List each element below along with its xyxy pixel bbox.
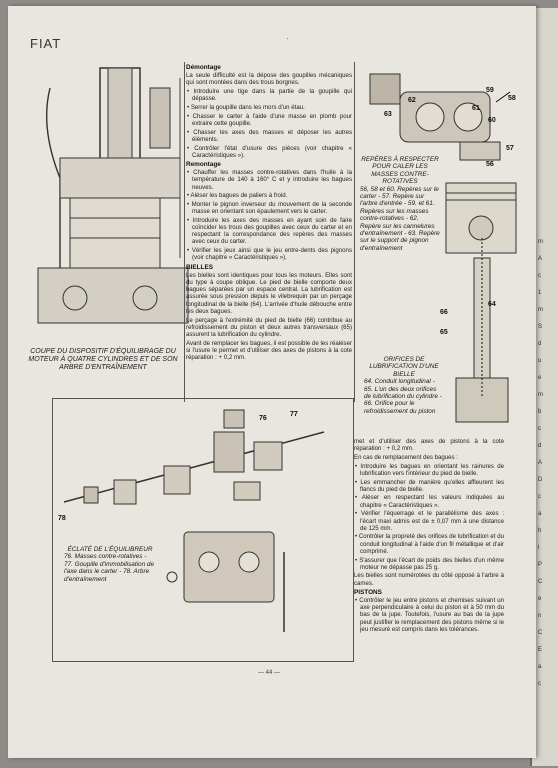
adjacent-page-fragment: D: [538, 477, 543, 483]
adjacent-page-fragment: d: [538, 341, 542, 347]
adjacent-page-fragment: m: [538, 307, 543, 313]
label-66: 66: [440, 309, 448, 316]
paragraph: met et d'utiliser des axes de pistons à …: [354, 438, 504, 453]
bullet: Chauffer les masses contre-rotatives dan…: [186, 169, 352, 191]
caption-coupe: COUPE DU DISPOSITIF D'ÉQUILIBRAGE DU MOT…: [28, 348, 178, 371]
label-63: 63: [384, 111, 392, 118]
adjacent-page-fragment: c: [538, 426, 541, 432]
label-65: 65: [440, 329, 448, 336]
adjacent-page-fragment: h: [538, 528, 542, 534]
bullet: Introduire les axes des masses en ayant …: [186, 217, 352, 246]
text-column-right: met et d'utiliser des axes de pistons à …: [354, 438, 504, 635]
adjacent-page-fragment: a: [538, 511, 542, 517]
adjacent-page-fragment: e: [538, 375, 542, 381]
bullet: Introduire les bagues en orientant les r…: [354, 463, 504, 477]
bullet: Chasser les axes des masses et déposer l…: [186, 129, 352, 143]
adjacent-page-fragment: a: [538, 664, 542, 670]
bullet: Contrôler l'état d'usure des pièces (voi…: [186, 145, 352, 159]
adjacent-page-fragment: l: [538, 545, 540, 551]
paragraph: Les bielles sont identiques pour tous le…: [186, 271, 352, 315]
adjacent-page-fragment: P: [538, 562, 543, 568]
heading-demontage: Démontage: [186, 64, 221, 71]
caption-orifices-title: ORIFICES DE LUBRIFICATION D'UNE BIELLE: [369, 356, 439, 378]
bullet: Serrer la goupille dans les mors d'un ét…: [186, 104, 352, 111]
label-56: 56: [486, 161, 494, 168]
adjacent-page-fragment: m: [538, 239, 543, 245]
label-59: 59: [486, 87, 494, 94]
exploded-balancer-illustration: 76 77 78: [58, 409, 325, 632]
adjacent-page-fragment: E: [538, 647, 543, 653]
caption-eclate: ÉCLATÉ DE L'ÉQUILIBREUR 76. Masses contr…: [64, 546, 156, 583]
adjacent-page-fragment: c: [538, 273, 541, 279]
adjacent-page-fragment: e: [538, 596, 542, 602]
paragraph: Le perçage à l'extrémité du pied de biel…: [186, 316, 352, 338]
paragraph: En cas de remplacement des bagues :: [354, 453, 458, 461]
bullet: Contrôler la propreté des orifices de lu…: [354, 533, 504, 555]
caption-reperes-title: REPÈRES À RESPECTER POUR CALER LES MASSE…: [361, 156, 439, 186]
caption-reperes-body: 56, 58 et 60. Repères sur le carter - 57…: [360, 185, 440, 252]
paragraph: Avant de remplacer les bagues, il est po…: [186, 339, 352, 362]
bullet: Monter le pignon inverseur du mouvement …: [186, 201, 352, 215]
alignment-marks-illustration: 59 58 61 60 62 63 57 56: [369, 73, 516, 168]
bullet: S'assurer que l'écart de poids des biell…: [354, 557, 504, 571]
heading-bielles: BIELLES: [186, 263, 213, 271]
paragraph: La seule difficulté est la dépose des go…: [186, 72, 352, 87]
adjacent-page-fragment: d: [538, 443, 542, 449]
heading-pistons: PISTONS: [354, 588, 382, 596]
paragraph: Les bielles sont numérotées du côté oppo…: [354, 572, 504, 587]
adjacent-page-fragment: C: [538, 630, 543, 636]
label-61: 61: [472, 105, 480, 112]
label-58: 58: [508, 95, 516, 102]
adjacent-page-fragment: S: [538, 324, 543, 330]
text-column-middle: Démontage La seule difficulté est la dép…: [186, 62, 352, 363]
bullet: Chasser le carter à l'aide d'une masse e…: [186, 113, 352, 127]
adjacent-page-fragment: n: [538, 613, 542, 619]
label-64: 64: [488, 301, 496, 308]
adjacent-page-fragment: A: [538, 256, 543, 262]
bullet: Introduire une tige dans la partie de la…: [186, 88, 352, 102]
adjacent-page-fragment: u: [538, 358, 542, 364]
label-62: 62: [408, 97, 416, 104]
adjacent-page-fragment: A: [538, 460, 543, 466]
caption-eclate-body: 76. Masses contre-rotatives - 77. Goupil…: [64, 553, 155, 583]
adjacent-page-fragment: m: [538, 392, 543, 398]
bullet: Contrôler le jeu entre pistons et chemis…: [354, 597, 504, 633]
balancer-cross-section-illustration: [37, 67, 189, 324]
page-number: — 44 —: [258, 670, 281, 676]
label-78: 78: [58, 515, 66, 522]
label-57: 57: [506, 145, 514, 152]
label-60: 60: [488, 117, 496, 124]
adjacent-page-fragment: C: [538, 579, 543, 585]
bullet: Vérifier les jeux ainsi que le jeu entre…: [186, 247, 352, 261]
label-77: 77: [290, 411, 298, 418]
page-mark: ·: [286, 34, 289, 43]
connecting-rod-illustration: 64 66 65: [440, 182, 517, 423]
bullet: Les emmancher de manière qu'elles affleu…: [354, 479, 504, 493]
heading-remontage: Remontage: [186, 160, 221, 168]
bullet: Aléser en respectant les valeurs indiqué…: [354, 494, 504, 508]
label-76: 76: [259, 415, 267, 422]
bullet: Vérifier l'équerrage et le parallélisme …: [354, 510, 504, 532]
caption-reperes: REPÈRES À RESPECTER POUR CALER LES MASSE…: [360, 156, 440, 252]
adjacent-page-fragment: b: [538, 409, 542, 415]
manual-page: FIAT · COUPE DU DISPOSITIF D'ÉQUILIBRAGE…: [8, 6, 536, 758]
adjacent-page-fragment: c: [538, 681, 541, 687]
bullet: Aléser les bagues de paliers à froid.: [186, 192, 352, 199]
caption-orifices-body: 64. Conduit longitudinal - 65. L'un des …: [364, 378, 442, 415]
adjacent-page-fragment: c: [538, 494, 541, 500]
caption-orifices: ORIFICES DE LUBRIFICATION D'UNE BIELLE 6…: [364, 356, 444, 415]
adjacent-page-fragment: 1: [538, 290, 542, 296]
caption-eclate-title: ÉCLATÉ DE L'ÉQUILIBREUR: [67, 546, 153, 553]
brand-header: FIAT: [30, 36, 62, 51]
